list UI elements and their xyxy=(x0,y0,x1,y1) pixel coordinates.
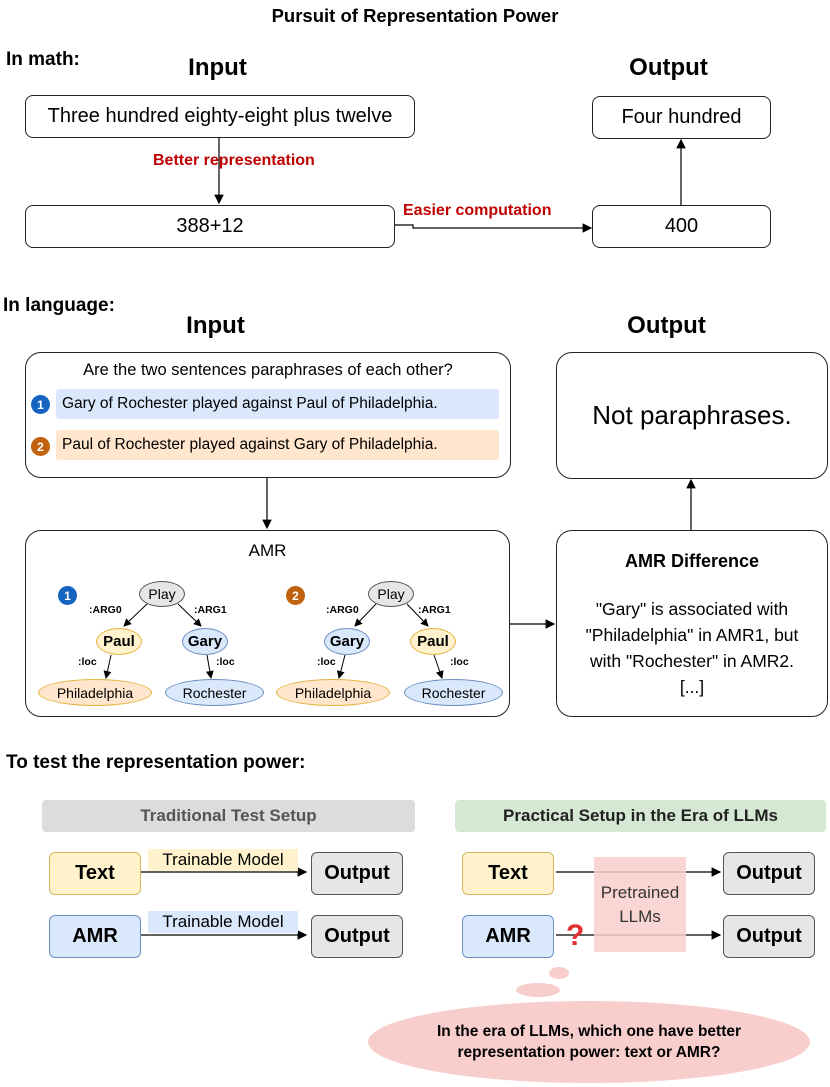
thought-bubble: In the era of LLMs, which one have bette… xyxy=(368,1001,810,1083)
math-result-box: 400 xyxy=(592,205,771,248)
diff-line-1: "Gary" is associated with xyxy=(595,599,789,619)
math-output-box: Four hundred xyxy=(592,96,771,139)
amr2-arg0-label: :ARG0 xyxy=(326,604,359,616)
paraphrase-question: Are the two sentences paraphrases of eac… xyxy=(83,361,453,379)
lang-input-heading: Input xyxy=(186,312,245,339)
amr-difference-box: AMR Difference "Gary" is associated with… xyxy=(556,530,828,717)
trad-amr-box: AMR xyxy=(49,915,141,958)
lang-output-box: Not paraphrases. xyxy=(556,352,828,479)
easier-computation-label: Easier computation xyxy=(403,202,552,219)
amr2-badge: 2 xyxy=(286,586,305,605)
page-title: Pursuit of Representation Power xyxy=(271,5,559,26)
amr1-badge: 1 xyxy=(58,586,77,605)
prac-amr-box: AMR xyxy=(462,915,554,958)
prac-text-box: Text xyxy=(462,852,554,895)
better-representation-label: Better representation xyxy=(153,152,315,169)
thought-line-1: In the era of LLMs, which one have bette… xyxy=(436,1023,742,1040)
sentence-1: Gary of Rochester played against Paul of… xyxy=(56,389,499,419)
thought-bubble-small xyxy=(549,967,569,979)
trad-trainable-model-2: Trainable Model xyxy=(148,911,298,933)
traditional-setup-header: Traditional Test Setup xyxy=(42,800,415,832)
lang-output-heading: Output xyxy=(627,312,706,339)
amr1-arg0-label: :ARG0 xyxy=(89,604,122,616)
question-mark-icon: ? xyxy=(566,919,585,952)
amr1-arg0-node: Paul xyxy=(96,628,142,655)
practical-setup-header: Practical Setup in the Era of LLMs xyxy=(455,800,826,832)
trad-output-1: Output xyxy=(311,852,403,895)
amr1-arg0-loc-node: Philadelphia xyxy=(38,679,152,706)
math-repr-box: 388+12 xyxy=(25,205,395,248)
sentence-2-badge: 2 xyxy=(31,437,50,456)
amr2-loc-label-2: :loc xyxy=(450,656,469,668)
diff-line-2: "Philadelphia" in AMR1, but xyxy=(585,625,799,645)
prac-output-1: Output xyxy=(723,852,815,895)
amr-difference-title: AMR Difference xyxy=(624,551,760,571)
sentence-2: Paul of Rochester played against Gary of… xyxy=(56,430,499,460)
amr2-arg0-node: Gary xyxy=(324,628,370,655)
amr2-root-node: Play xyxy=(368,581,414,607)
amr2-arg1-label: :ARG1 xyxy=(418,604,451,616)
amr1-loc-label-2: :loc xyxy=(216,656,235,668)
amr1-arg1-loc-node: Rochester xyxy=(165,679,264,706)
pretrained-label: Pretrained xyxy=(600,882,680,902)
amr-difference-text: "Gary" is associated with "Philadelphia"… xyxy=(557,596,827,700)
pretrained-llms-box: Pretrained LLMs xyxy=(594,857,686,952)
amr1-root-node: Play xyxy=(139,581,185,607)
amr2-arg1-loc-node: Rochester xyxy=(404,679,503,706)
amr2-loc-label-1: :loc xyxy=(317,656,336,668)
math-output-heading: Output xyxy=(629,54,708,81)
amr1-arg1-label: :ARG1 xyxy=(194,604,227,616)
section-label-math: In math: xyxy=(6,49,80,70)
trad-output-2: Output xyxy=(311,915,403,958)
trad-text-box: Text xyxy=(49,852,141,895)
amr2-arg0-loc-node: Philadelphia xyxy=(276,679,390,706)
arrow-easier-comp xyxy=(394,223,593,233)
math-input-heading: Input xyxy=(188,54,247,81)
amr-title: AMR xyxy=(248,541,287,560)
thought-bubble-medium xyxy=(516,983,560,997)
section-label-language: In language: xyxy=(3,295,115,316)
math-input-box: Three hundred eighty-eight plus twelve xyxy=(25,95,415,138)
amr1-arg1-node: Gary xyxy=(182,628,228,655)
amr2-arg1-node: Paul xyxy=(410,628,456,655)
amr1-loc-label-1: :loc xyxy=(78,656,97,668)
thought-line-2: representation power: text or AMR? xyxy=(457,1044,721,1061)
trad-trainable-model-1: Trainable Model xyxy=(148,849,298,871)
section-label-test: To test the representation power: xyxy=(6,752,306,773)
llms-label: LLMs xyxy=(619,906,661,926)
amr-box: AMR xyxy=(25,530,510,717)
sentence-1-badge: 1 xyxy=(31,395,50,414)
diff-line-3: with "Rochester" in AMR2. xyxy=(589,651,795,671)
prac-output-2: Output xyxy=(723,915,815,958)
diff-line-4: [...] xyxy=(679,677,705,697)
